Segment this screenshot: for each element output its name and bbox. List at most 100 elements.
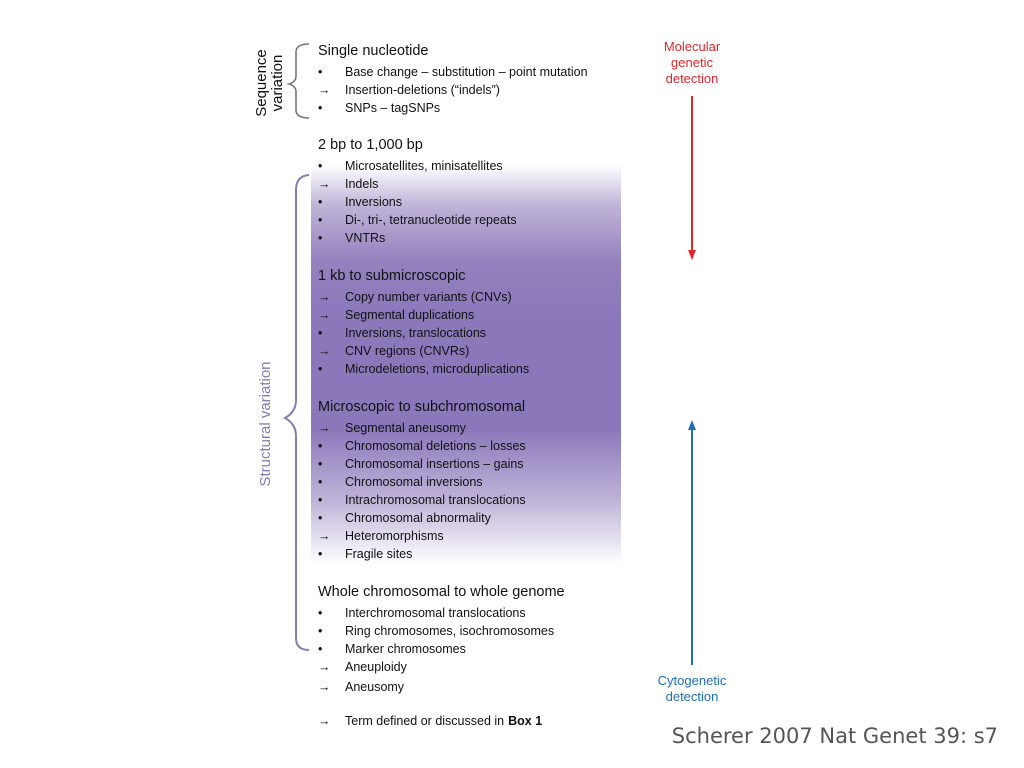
- molecular-detection-label: Molecular genetic detection: [640, 39, 744, 87]
- list-item-text: VNTRs: [345, 231, 386, 245]
- arrow-right-icon: →: [318, 83, 331, 97]
- arrow-right-icon: →: [318, 177, 331, 191]
- bullet-icon: •: [318, 457, 323, 471]
- arrow-right-icon: →: [318, 308, 331, 322]
- list-item-text: Segmental aneusomy: [345, 421, 466, 435]
- list-item: → Segmental duplications: [318, 306, 474, 324]
- list-item-text: Segmental duplications: [345, 308, 475, 322]
- list-item: → Segmental aneusomy: [318, 419, 466, 437]
- list-item: •Chromosomal inversions: [318, 473, 483, 491]
- list-item-text: Copy number variants (CNVs): [345, 290, 512, 304]
- list-item-text: Chromosomal abnormality: [345, 511, 491, 525]
- list-item: • Microsatellites, minisatellites: [318, 157, 503, 175]
- group-title-1kb-to-submicroscopic: 1 kb to submicroscopic: [318, 268, 466, 284]
- list-item: • Chromosomal abnormality: [318, 509, 491, 527]
- list-item-text: Inversions, translocations: [345, 326, 487, 340]
- list-item-text: Marker chromosomes: [345, 642, 466, 656]
- list-item-text: SNPs – tagSNPs: [345, 101, 441, 115]
- list-item: → Indels: [318, 175, 378, 193]
- list-item-text: Aneuploidy: [345, 660, 407, 674]
- arrow-right-icon: →: [318, 421, 331, 435]
- list-item-text: Base change – substitution – point mutat…: [345, 65, 588, 79]
- cytogenetic-detection-arrowhead-icon: [688, 420, 696, 430]
- list-item: •Inversions: [318, 193, 402, 211]
- list-item-text: Interchromosomal translocations: [345, 606, 526, 620]
- bullet-icon: •: [318, 439, 323, 453]
- list-item-text: Microsatellites, minisatellites: [345, 159, 503, 173]
- list-item-text: CNV regions (CNVRs): [345, 344, 470, 358]
- list-item: • Marker chromosomes: [318, 640, 466, 658]
- list-item: → Copy number variants (CNVs): [318, 288, 512, 306]
- bullet-icon: •: [318, 65, 323, 79]
- group-title-microscopic-to-subchromosomal: Microscopic to subchromosomal: [318, 399, 526, 415]
- list-item: • Inversions, translocations: [318, 324, 486, 342]
- list-item: → Insertion-deletions (“indels”): [318, 81, 500, 99]
- list-item: → Heteromorphisms: [318, 527, 444, 545]
- cytogenetic-detection-line1: Cytogenetic: [657, 673, 727, 688]
- footnote-box-reference: Box 1: [508, 714, 543, 728]
- bullet-icon: •: [318, 231, 323, 245]
- bullet-icon: •: [318, 159, 323, 173]
- bullet-icon: •: [318, 547, 323, 561]
- list-item: • Interchromosomal translocations: [318, 604, 526, 622]
- list-item-text: Ring chromosomes, isochromosomes: [345, 624, 555, 638]
- molecular-detection-line1: Molecular: [663, 39, 721, 54]
- list-item: • Base change – substitution – point muta…: [318, 63, 588, 81]
- list-item: • Chromosomal deletions – losses: [318, 437, 526, 455]
- list-item: • Intrachromosomal translocations: [318, 491, 526, 509]
- bullet-icon: •: [318, 493, 323, 507]
- arrow-right-icon: →: [318, 680, 331, 694]
- list-item: • Di-, tri-, tetranucleotide repeats: [318, 211, 517, 229]
- structural-variation-label: Structural variation: [257, 361, 274, 487]
- footnote: → Term defined or discussed in Box 1: [318, 714, 542, 728]
- list-item-text: Indels: [345, 177, 379, 191]
- arrow-right-icon: →: [318, 714, 331, 728]
- sequence-variation-label: Sequence variation: [253, 43, 286, 123]
- bullet-icon: •: [318, 642, 323, 656]
- list-item: • Microdeletions, microduplications: [318, 360, 529, 378]
- list-item-text: Intrachromosomal translocations: [345, 493, 526, 507]
- footnote-text: Term defined or discussed in: [345, 714, 505, 728]
- group-title-2bp-to-1000bp: 2 bp to 1,000 bp: [318, 137, 423, 153]
- arrow-right-icon: →: [318, 529, 331, 543]
- list-item-text: Fragile sites: [345, 547, 413, 561]
- citation: Scherer 2007 Nat Genet 39: s7: [671, 724, 998, 748]
- structural-variation-gradient-band: [311, 165, 621, 565]
- list-item-text: Chromosomal inversions: [345, 475, 483, 489]
- list-item: • Ring chromosomes, isochromosomes: [318, 622, 554, 640]
- list-item-text: Microdeletions, microduplications: [345, 362, 530, 376]
- structural-variation-brace: [282, 174, 310, 651]
- molecular-detection-line3: detection: [665, 71, 719, 86]
- cytogenetic-detection-line2: detection: [665, 689, 719, 704]
- bullet-icon: •: [318, 101, 323, 115]
- bullet-icon: •: [318, 624, 323, 638]
- list-item: • Chromosomal insertions – gains: [318, 455, 524, 473]
- arrow-right-icon: →: [318, 660, 331, 674]
- arrow-right-icon: →: [318, 344, 331, 358]
- arrow-right-icon: →: [318, 290, 331, 304]
- list-item: • VNTRs: [318, 229, 385, 247]
- bullet-icon: •: [318, 326, 323, 340]
- list-item-text: Chromosomal deletions – losses: [345, 439, 526, 453]
- list-item-text: Aneusomy: [345, 680, 405, 694]
- list-item: → CNV regions (CNVRs): [318, 342, 469, 360]
- molecular-detection-arrowhead-icon: [688, 250, 696, 260]
- bullet-icon: •: [318, 195, 323, 209]
- bullet-icon: •: [318, 213, 323, 227]
- group-title-whole-chromosomal-to-whole-genome: Whole chromosomal to whole genome: [318, 584, 565, 600]
- sequence-variation-label-line2: variation: [269, 54, 286, 112]
- molecular-detection-line2: genetic: [671, 55, 713, 70]
- sequence-variation-label-line1: Sequence: [253, 49, 270, 117]
- bullet-icon: •: [318, 362, 323, 376]
- list-item: → Aneusomy: [318, 678, 404, 696]
- sequence-variation-brace: [286, 43, 310, 119]
- bullet-icon: •: [318, 511, 323, 525]
- list-item-text: Chromosomal insertions – gains: [345, 457, 524, 471]
- bullet-icon: •: [318, 606, 323, 620]
- list-item: • SNPs – tagSNPs: [318, 99, 440, 117]
- cytogenetic-detection-label: Cytogenetic detection: [640, 673, 744, 705]
- list-item-text: Insertion-deletions (“indels”): [345, 83, 500, 97]
- list-item-text: Heteromorphisms: [345, 529, 444, 543]
- list-item-text: Di-, tri-, tetranucleotide repeats: [345, 213, 517, 227]
